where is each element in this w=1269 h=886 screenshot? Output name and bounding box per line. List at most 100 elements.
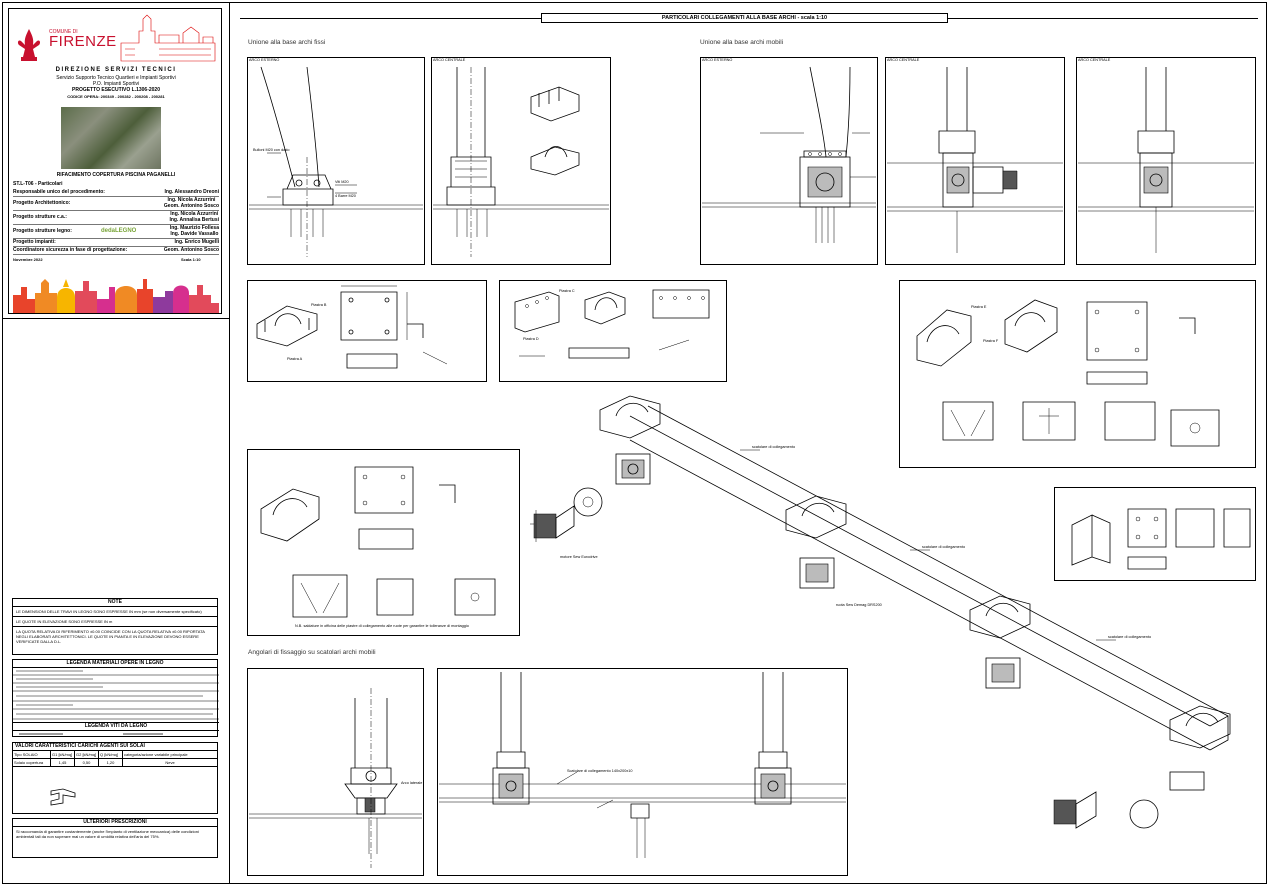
tb-row-arch: Progetto Architettonico:Ing. Nicola Azzu… — [13, 197, 219, 211]
angle-label: Arco laterale — [401, 781, 422, 785]
beam-base-2 — [785, 495, 847, 539]
svg-text:ARCO ESTERNO: ARCO ESTERNO — [702, 58, 732, 62]
plate-detail-d-drawing: N.B. saldature in officina delle piastre… — [260, 466, 496, 628]
plate-detail-b — [499, 280, 727, 382]
prescriptions-text: Si raccomanda di garantire costantemente… — [16, 829, 199, 839]
detail-mobile-plan-2 — [1076, 57, 1256, 265]
detail-mobile-plan-1 — [885, 57, 1065, 265]
section-angles-label: Angolari di fissaggio su scatolari archi… — [248, 649, 376, 656]
loads-table: VALORI CARATTERISTICI CARICHI AGENTI SUI… — [12, 742, 218, 814]
plate-detail-e-drawing — [1071, 508, 1251, 570]
materials-legend-title: LEGENDA MATERIALI OPERE IN LEGNO — [13, 660, 217, 668]
angle-detail-section-drawing: Arco laterale — [249, 688, 422, 868]
loads-table-row: Solaio copertura 1,45 0,50 1,20 Neve — [13, 759, 217, 767]
prescriptions-box: ULTERIORI PRESCRIZIONI Si raccomanda di … — [12, 818, 218, 858]
plate-a-label-b: Piastra B — [311, 303, 327, 307]
svg-text:ARCO CENTRALE: ARCO CENTRALE — [433, 58, 466, 62]
tb-row-impianti: Progetto impianti:Ing. Enrico Mugelli — [13, 239, 219, 247]
wheel-unit-3 — [985, 657, 1021, 689]
beam-base-1 — [599, 395, 661, 439]
scale: Scala 1:10 — [181, 257, 201, 262]
detail-fixed-elevation — [247, 57, 425, 265]
svg-text:4 Barre M20: 4 Barre M20 — [335, 194, 356, 198]
note-line-1: LE DIMENSIONI DELLE TRAVI IN LEGNO SONO … — [13, 607, 217, 617]
tb-row-rup: Responsabile unico del procedimento:Ing.… — [13, 189, 219, 197]
tb-row-sicurezza: Coordinatore sicurezza in fase di proget… — [13, 247, 219, 255]
note-line-2: LE QUOTE IN ELEVAZIONE SONO ESPRESSE IN … — [13, 617, 217, 627]
project-codes: CODICE OPERA: 200349 - 200282 - 200208 -… — [67, 94, 165, 99]
tb-row-legno: Progetto strutture legno:Ing. Maurizio F… — [13, 225, 219, 239]
mobile-plan-2-drawing: ARCO CENTRALE — [1078, 58, 1254, 253]
date: Novembre 2022 — [13, 257, 43, 262]
wheel-unit-4 — [1169, 771, 1205, 791]
plate-detail-c — [899, 280, 1256, 468]
angle-detail-elevation — [437, 668, 848, 876]
detail-mobile-elevation — [700, 57, 878, 265]
angle-detail-section — [247, 668, 424, 876]
sheet-title: PARTICOLARI COLLEGAMENTI ALLA BASE ARCHI… — [541, 13, 948, 23]
beam-label-1: scatolare di collegamento — [752, 445, 795, 449]
logo-name: FIRENZE — [49, 33, 117, 50]
motor-label: motore Sew Eurodrive — [560, 555, 598, 559]
steel-profile-icon — [50, 788, 76, 806]
plate-c-label-e: Piastra E — [971, 305, 987, 309]
wheel-unit-1 — [615, 453, 651, 485]
wheel-label: ruota Sew Demag DRS200 — [836, 603, 882, 607]
plate-b-label-c: Piastra C — [559, 289, 575, 293]
project-name: PROGETTO ESECUTIVO L.1306-2020 — [72, 87, 160, 93]
plate-detail-b-drawing: Piastra C Piastra D — [514, 289, 710, 359]
notes-title: NOTE — [13, 599, 217, 607]
fixed-elevation-drawing: Bulloni M20 con dado Viti M20 4 Barre M2… — [249, 58, 423, 257]
florence-lily-logo — [17, 29, 41, 61]
service-name: Servizio Supporto Tecnico Quartieri e Im… — [56, 75, 176, 81]
beam-label-2: scatolare di collegamento — [922, 545, 965, 549]
plate-detail-d — [247, 449, 520, 636]
angle-detail-elevation-drawing: Scatolare di collegamento 140x200x10 — [439, 672, 846, 858]
fixed-section-drawing: ARCO CENTRALE — [433, 58, 609, 257]
partner-logo: dedaLEGNO — [101, 228, 137, 234]
loads-table-title: VALORI CARATTERISTICI CARICHI AGENTI SUI… — [13, 743, 217, 751]
work-title: RIFACIMENTO COPERTURA PISCINA PAGANELLI — [56, 172, 176, 178]
svg-text:Viti M20: Viti M20 — [335, 180, 349, 184]
elevation-beam-label: Scatolare di collegamento 140x200x10 — [567, 769, 632, 773]
wheel-unit-2 — [799, 557, 835, 589]
plate-detail-a — [247, 280, 487, 382]
plate-c-label-f: Piastra F — [983, 339, 999, 343]
palazzo-vecchio-sketch — [120, 14, 216, 62]
motor-unit-1 — [530, 487, 603, 542]
section-fixed-label: Unione alla base archi fissi — [248, 39, 326, 46]
detail-fixed-section — [431, 57, 611, 265]
prescriptions-title: ULTERIORI PRESCRIZIONI — [13, 819, 217, 827]
isometric-beam-diagram: scatolare di collegamento scatolare di c… — [530, 395, 1231, 829]
motor-unit-2 — [1053, 791, 1159, 829]
title-block: COMUNE DI FIRENZE DIREZIONE SERVIZI TECN… — [8, 8, 222, 314]
po-name: P.O. Impianti Sportivi — [92, 81, 140, 87]
beam-base-4 — [1169, 705, 1231, 749]
materials-legend: LEGENDA MATERIALI OPERE IN LEGNO LEGENDA… — [12, 659, 219, 737]
mobile-plan-1-drawing: ARCO CENTRALE — [887, 58, 1063, 253]
note-line-3: LA QUOTA RELATIVA DI RIFERIMENTO ±0.00 C… — [16, 629, 205, 644]
plate-detail-e — [1054, 487, 1256, 581]
plate-a-label-a: Piastra A — [287, 357, 303, 361]
title-block-divider — [2, 318, 230, 319]
svg-text:Bulloni M20 con dado: Bulloni M20 con dado — [253, 148, 290, 152]
svg-text:ARCO ESTERNO: ARCO ESTERNO — [249, 58, 279, 62]
beam-base-3 — [969, 595, 1031, 639]
aerial-photo — [61, 107, 161, 169]
beam-label-3: scatolare di collegamento — [1108, 635, 1151, 639]
loads-table-header: Tipo SOLAIO G1 [kN/mq] G2 [kN/mq] Q [kN/… — [13, 751, 217, 759]
notes-box: NOTE LE DIMENSIONI DELLE TRAVI IN LEGNO … — [12, 598, 218, 655]
svg-text:ARCO CENTRALE: ARCO CENTRALE — [1078, 58, 1111, 62]
plate-detail-c-drawing: Piastra E Piastra F — [916, 299, 1220, 447]
svg-text:ARCO CENTRALE: ARCO CENTRALE — [887, 58, 920, 62]
sheet-code: ST.L-T06 - Particolari — [13, 181, 63, 187]
section-mobile-label: Unione alla base archi mobili — [700, 39, 784, 46]
plate-d-note: N.B. saldature in officina delle piastre… — [295, 624, 469, 628]
florence-skyline-graphic — [13, 279, 219, 313]
screws-legend-symbols — [19, 733, 163, 735]
plate-b-label-d: Piastra D — [523, 337, 539, 341]
left-column-divider — [229, 2, 230, 884]
tb-row-ca: Progetto strutture c.a.:Ing. Nicola Azzu… — [13, 211, 219, 225]
mobile-elevation-drawing: ARCO ESTERNO — [702, 58, 876, 243]
